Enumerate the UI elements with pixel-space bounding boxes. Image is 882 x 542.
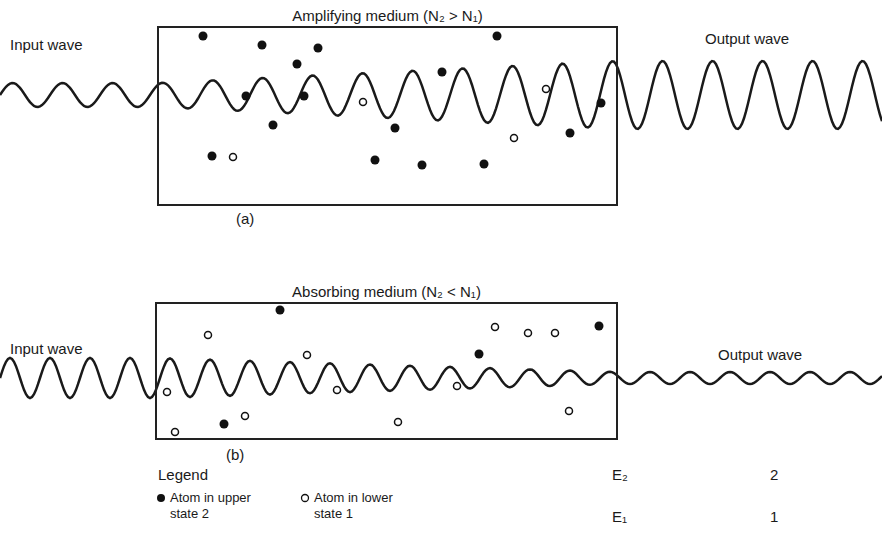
lower-state-atom bbox=[164, 389, 171, 396]
lower-state-atom bbox=[172, 429, 179, 436]
lower-state-atom bbox=[334, 387, 341, 394]
upper-state-atom bbox=[418, 161, 427, 170]
medium-box: Amplifying medium (N₂ > N₁) bbox=[157, 26, 618, 206]
upper-state-atom bbox=[475, 350, 484, 359]
upper-state-atom bbox=[595, 322, 604, 331]
legend-text: Atom in upper state 2 bbox=[170, 490, 270, 521]
upper-state-atom bbox=[199, 32, 208, 41]
wave-label: Output wave bbox=[718, 346, 802, 363]
legend-title: Legend bbox=[158, 466, 208, 483]
upper-state-atom bbox=[566, 129, 575, 138]
figure-label: (a) bbox=[236, 210, 254, 227]
lower-state-atom bbox=[492, 324, 499, 331]
legend-item: Atom in lower state 1 bbox=[300, 490, 414, 521]
level-number: 2 bbox=[770, 466, 778, 483]
upper-state-atom bbox=[493, 32, 502, 41]
upper-state-atom bbox=[300, 92, 309, 101]
medium-title: Amplifying medium (N₂ > N₁) bbox=[292, 7, 483, 24]
lower-state-atom bbox=[205, 332, 212, 339]
upper-state-atom bbox=[314, 44, 323, 53]
upper-state-atom bbox=[597, 99, 606, 108]
level-number: 1 bbox=[770, 508, 778, 525]
open-atom-symbol bbox=[300, 493, 310, 503]
upper-state-atom bbox=[438, 68, 447, 77]
lower-state-atom bbox=[304, 352, 311, 359]
upper-state-atom bbox=[391, 124, 400, 133]
lower-state-atom bbox=[230, 154, 237, 161]
lower-state-atom bbox=[566, 408, 573, 415]
lower-state-atom bbox=[395, 419, 402, 426]
lower-state-atom bbox=[242, 413, 249, 420]
wave-label: Input wave bbox=[10, 36, 83, 53]
light-wave bbox=[0, 358, 882, 398]
upper-state-atom bbox=[220, 420, 229, 429]
lower-state-atom bbox=[360, 99, 367, 106]
medium-box: Absorbing medium (N₂ < N₁) bbox=[155, 302, 618, 440]
upper-state-atom bbox=[242, 92, 251, 101]
upper-state-atom bbox=[269, 121, 278, 130]
lower-state-atom bbox=[552, 330, 559, 337]
upper-state-atom bbox=[258, 41, 267, 50]
upper-state-atom bbox=[208, 152, 217, 161]
upper-state-atom bbox=[293, 60, 302, 69]
lower-state-atom bbox=[543, 86, 550, 93]
lower-state-atom bbox=[511, 135, 518, 142]
legend-text: Atom in lower state 1 bbox=[314, 490, 414, 521]
energy-level: E₂ bbox=[612, 466, 628, 483]
upper-state-atom bbox=[371, 156, 380, 165]
energy-level: E₁ bbox=[612, 508, 627, 525]
light-wave bbox=[0, 61, 882, 129]
figure-label: (b) bbox=[226, 446, 244, 463]
upper-state-atom bbox=[276, 306, 285, 315]
medium-title: Absorbing medium (N₂ < N₁) bbox=[292, 283, 481, 300]
legend-item: Atom in upper state 2 bbox=[156, 490, 270, 521]
upper-state-atom bbox=[480, 160, 489, 169]
wave-label: Input wave bbox=[10, 340, 83, 357]
lower-state-atom bbox=[454, 383, 461, 390]
filled-atom-symbol bbox=[156, 493, 166, 503]
wave-label: Output wave bbox=[705, 30, 789, 47]
lower-state-atom bbox=[525, 330, 532, 337]
